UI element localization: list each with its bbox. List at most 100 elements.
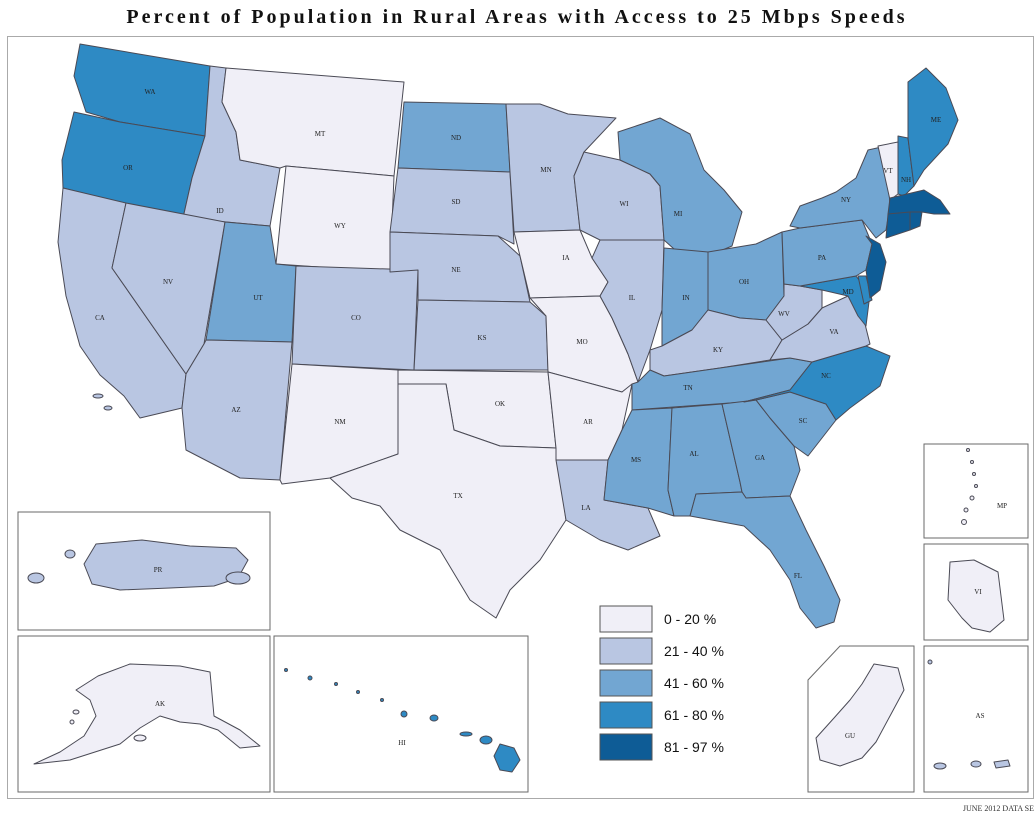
island-hi-3 xyxy=(334,682,338,686)
label-ar: AR xyxy=(583,418,593,426)
state-ak[interactable] xyxy=(33,663,261,765)
label-nm: NM xyxy=(334,418,346,426)
data-footnote: JUNE 2012 DATA SE xyxy=(962,804,1034,813)
label-ia: IA xyxy=(562,254,569,262)
label-ok: OK xyxy=(495,400,505,408)
island-pr-2 xyxy=(64,549,76,559)
state-az[interactable] xyxy=(181,339,293,481)
island-ak-2 xyxy=(69,719,75,725)
island-pr-1 xyxy=(27,572,45,584)
label-or: OR xyxy=(123,164,133,172)
label-ne: NE xyxy=(451,266,460,274)
state-hi[interactable] xyxy=(493,743,521,773)
legend-swatch-2 xyxy=(599,669,653,697)
label-ms: MS xyxy=(631,456,641,464)
contiguous-us xyxy=(57,43,959,629)
state-nh[interactable] xyxy=(897,135,915,197)
island-hi-oahu xyxy=(429,714,439,722)
label-ks: KS xyxy=(478,334,487,342)
label-wy: WY xyxy=(334,222,346,230)
state-pr[interactable] xyxy=(83,539,249,591)
label-gu: GU xyxy=(845,732,855,740)
island-mp-4 xyxy=(974,484,978,488)
state-labels: WA OR CA ID NV MT WY UT AZ CO NM ND SD N… xyxy=(95,88,941,580)
state-de[interactable] xyxy=(857,275,873,305)
label-wa: WA xyxy=(145,88,156,96)
label-fl: FL xyxy=(794,572,802,580)
island-hi-1 xyxy=(284,668,288,672)
label-nh: NH xyxy=(901,176,911,184)
island-as-3 xyxy=(970,760,982,768)
label-md: MD xyxy=(842,288,853,296)
inset-vi: VI xyxy=(923,543,1029,641)
inset-gu: GU xyxy=(807,645,915,793)
label-mt: MT xyxy=(315,130,326,138)
state-sd[interactable] xyxy=(389,167,515,245)
island-mp-2 xyxy=(970,460,974,464)
label-la: LA xyxy=(581,504,590,512)
label-mi: MI xyxy=(674,210,683,218)
label-hi: HI xyxy=(398,739,406,747)
state-ri[interactable] xyxy=(909,211,923,231)
label-oh: OH xyxy=(739,278,749,286)
inset-as: AS xyxy=(923,645,1029,793)
label-pr: PR xyxy=(154,566,163,574)
label-pa: PA xyxy=(818,254,826,262)
inset-ak: AK xyxy=(17,635,271,793)
choropleth-map: WA OR CA ID NV MT WY UT AZ CO NM ND SD N… xyxy=(17,43,1029,793)
legend-label-3: 61 - 80 % xyxy=(664,707,724,723)
island-as-1 xyxy=(927,659,933,665)
label-id: ID xyxy=(216,207,223,215)
legend-label-0: 0 - 20 % xyxy=(664,611,716,627)
island-hi-kauai xyxy=(400,710,408,718)
legend-swatch-1 xyxy=(599,637,653,665)
state-tx[interactable] xyxy=(329,383,567,619)
island-pr-3 xyxy=(225,571,251,585)
map-title: Percent of Population in Rural Areas wit… xyxy=(126,6,908,28)
legend: 0 - 20 %21 - 40 %41 - 60 %61 - 80 %81 - … xyxy=(599,605,724,761)
label-ny: NY xyxy=(841,196,851,204)
legend-swatch-0 xyxy=(599,605,653,633)
label-nc: NC xyxy=(821,372,831,380)
state-nj[interactable] xyxy=(865,235,887,299)
label-wi: WI xyxy=(620,200,630,208)
island-ca-1 xyxy=(92,393,104,399)
state-vi[interactable] xyxy=(947,559,1005,633)
state-mt[interactable] xyxy=(221,67,405,177)
label-tx: TX xyxy=(453,492,462,500)
inset-mp-frame xyxy=(923,443,1029,539)
state-me[interactable] xyxy=(907,67,959,187)
label-mn: MN xyxy=(540,166,551,174)
island-hi-maui xyxy=(479,735,493,745)
label-nd: ND xyxy=(451,134,461,142)
label-ak: AK xyxy=(155,700,165,708)
label-vt: VT xyxy=(883,167,893,175)
label-al: AL xyxy=(689,450,698,458)
label-me: ME xyxy=(931,116,942,124)
island-ca-2 xyxy=(103,405,113,411)
inset-mp: MP xyxy=(923,443,1029,539)
label-il: IL xyxy=(629,294,636,302)
state-fl[interactable] xyxy=(689,491,841,629)
state-wy[interactable] xyxy=(275,165,395,273)
state-as[interactable] xyxy=(993,759,1011,769)
state-ct[interactable] xyxy=(885,211,911,239)
state-ia[interactable] xyxy=(513,229,609,299)
island-hi-4 xyxy=(356,690,360,694)
label-wv: WV xyxy=(778,310,790,318)
island-hi-2 xyxy=(307,675,313,681)
inset-pr: PR xyxy=(17,511,271,631)
island-ak-1 xyxy=(72,709,80,715)
state-nc[interactable] xyxy=(743,345,891,421)
island-hi-molokai xyxy=(459,731,473,737)
label-mp: MP xyxy=(997,502,1007,510)
label-ga: GA xyxy=(755,454,765,462)
label-sc: SC xyxy=(799,417,808,425)
label-tn: TN xyxy=(683,384,692,392)
label-co: CO xyxy=(351,314,361,322)
legend-swatch-3 xyxy=(599,701,653,729)
inset-hi: HI xyxy=(273,635,529,793)
island-ak-3 xyxy=(133,734,147,742)
state-gu[interactable] xyxy=(815,663,905,767)
island-mp-3 xyxy=(972,472,976,476)
